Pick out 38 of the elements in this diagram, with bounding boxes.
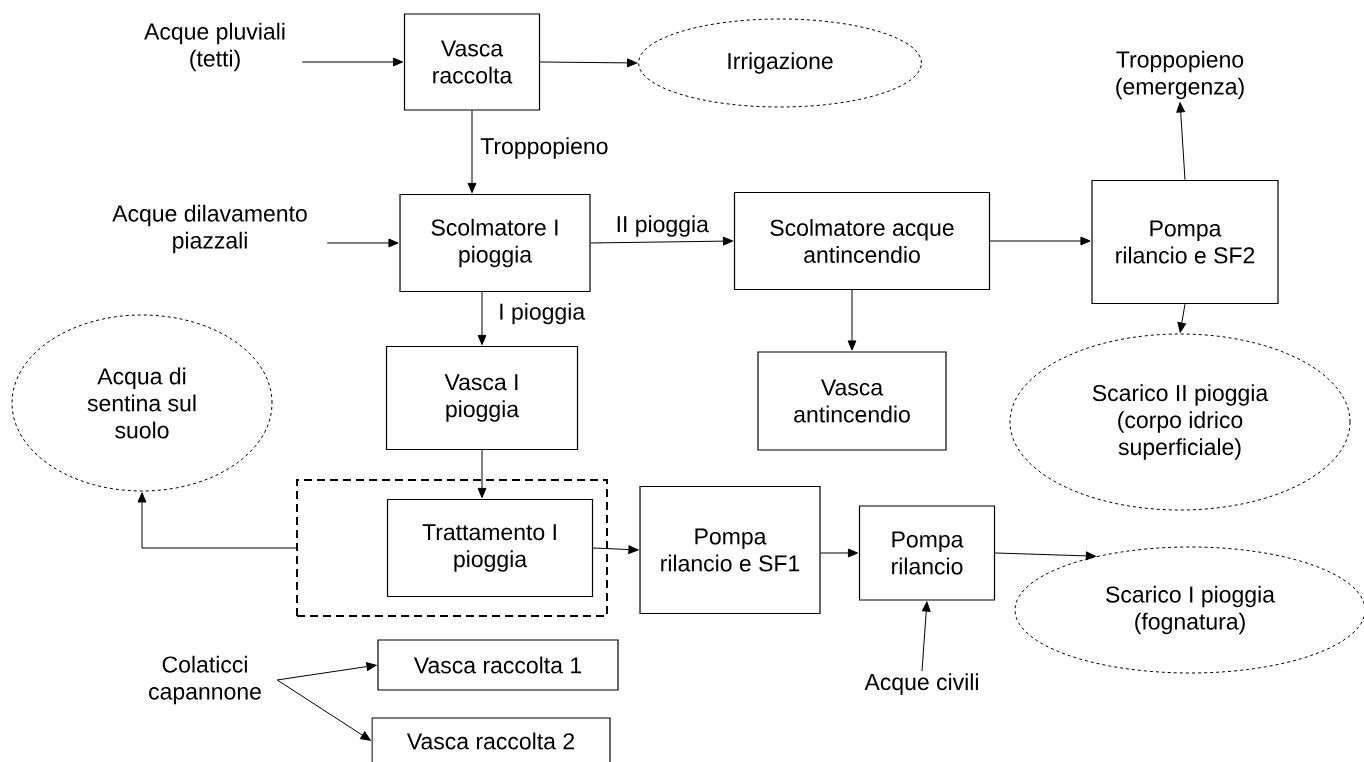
arrow (820, 548, 859, 558)
arrow (921, 601, 931, 672)
edge-label: Troppopieno (478, 135, 611, 161)
process-box: Vasca antincendio (757, 351, 947, 451)
process-box: Scolmatore acque antincendio (733, 191, 991, 291)
arrow (276, 679, 371, 741)
process-box: Pompa rilancio (858, 505, 996, 601)
arrow (477, 449, 487, 499)
arrow (1177, 303, 1187, 333)
arrow (1176, 102, 1186, 181)
process-box: Vasca raccolta 1 (377, 639, 619, 691)
arrow (994, 551, 1096, 561)
arrow (989, 236, 1091, 246)
flow-label: Acque dilavamento piazzali (112, 204, 307, 254)
flow-label: Acque civili (864, 673, 978, 695)
flow-label: Acque pluviali (tetti) (144, 22, 285, 72)
flow-label: Troppopieno (emergenza) (1116, 50, 1244, 100)
process-box: Vasca raccolta (403, 13, 541, 111)
process-box: Pompa rilancio e SF1 (639, 485, 821, 615)
arrow (847, 289, 857, 351)
arrow (137, 492, 297, 549)
process-box: Scolmatore I pioggia (399, 193, 591, 293)
process-box: Vasca raccolta 2 (371, 717, 611, 762)
process-box: Pompa rilancio e SF2 (1091, 179, 1279, 305)
process-box: Trattamento I pioggia (386, 498, 594, 598)
arrow (326, 238, 399, 248)
arrow (592, 545, 639, 554)
flow-label: Colaticci capannone (149, 655, 261, 705)
edge-label: II pioggia (613, 213, 711, 239)
arrow (539, 58, 638, 68)
arrow (301, 57, 404, 67)
dashed-group-box (296, 479, 608, 617)
arrow (590, 236, 734, 246)
arrow (477, 291, 487, 346)
process-box: Vasca I pioggia (385, 345, 579, 451)
edge-label: I pioggia (496, 300, 588, 327)
arrow (467, 110, 477, 194)
arrow (276, 662, 377, 681)
